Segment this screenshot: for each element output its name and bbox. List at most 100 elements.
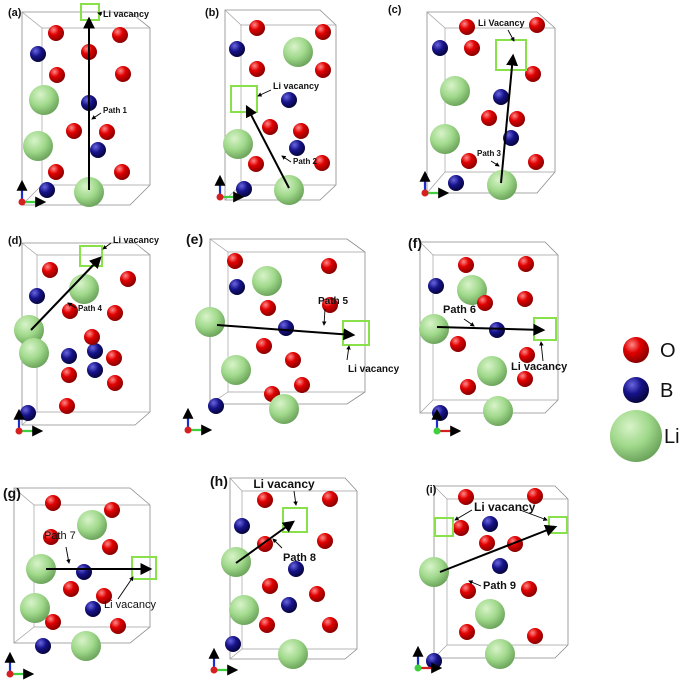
path-label: Path 5 — [318, 296, 348, 307]
o-atom — [110, 618, 126, 634]
b-atom — [428, 278, 444, 294]
li-atom — [14, 315, 44, 345]
li-atom — [430, 124, 460, 154]
li-vacancy-marker — [548, 516, 568, 534]
vacancy-pointer — [97, 11, 103, 17]
li-vacancy-marker — [495, 39, 527, 71]
li-atom — [221, 355, 251, 385]
b-atom — [426, 653, 442, 669]
b-atom — [61, 348, 77, 364]
li-atom — [419, 314, 449, 344]
o-atom — [317, 533, 333, 549]
path-label: Path 8 — [283, 552, 316, 564]
b-atom — [229, 41, 245, 57]
unit-cell-edge — [209, 238, 365, 253]
b-atom — [208, 398, 224, 414]
path-pointer — [321, 308, 327, 326]
panel-label: (c) — [388, 4, 402, 16]
o-atom — [66, 123, 82, 139]
o-atom — [96, 588, 112, 604]
o-atom — [315, 62, 331, 78]
unit-cell-edge — [229, 648, 243, 660]
axis-triad-icon — [13, 408, 44, 437]
path-pointer — [65, 546, 71, 564]
b-atom — [85, 601, 101, 617]
o-atom — [104, 502, 120, 518]
o-atom — [49, 67, 65, 83]
axis-origin-dot — [6, 670, 14, 678]
o-atom — [509, 111, 525, 127]
path-label: Path 4 — [78, 304, 103, 313]
b-atom — [448, 175, 464, 191]
li-atom — [274, 175, 304, 205]
o-atom — [518, 256, 534, 272]
li-vacancy-marker — [79, 245, 103, 267]
panel-label: (g) — [3, 485, 21, 501]
vacancy-label: Li vacancy — [348, 364, 400, 375]
b-atom — [29, 288, 45, 304]
vacancy-pointer — [346, 345, 351, 361]
legend-b-swatch — [623, 377, 649, 403]
b-atom — [20, 405, 36, 421]
axis-triad-icon — [208, 647, 239, 676]
b-atom — [492, 558, 508, 574]
axis-origin-dot — [216, 193, 224, 201]
o-atom — [460, 583, 476, 599]
li-atom — [283, 37, 313, 67]
li-vacancy-marker — [230, 85, 258, 113]
b-atom — [482, 516, 498, 532]
li-atom — [26, 554, 56, 584]
b-atom — [289, 140, 305, 156]
o-atom — [321, 258, 337, 274]
o-atom — [63, 581, 79, 597]
axis-triad-icon — [412, 645, 443, 674]
li-atom — [74, 177, 104, 207]
path-pointer — [272, 538, 283, 549]
li-atom — [23, 131, 53, 161]
axis-origin-dot — [18, 198, 26, 206]
li-atom — [419, 557, 449, 587]
o-atom — [112, 27, 128, 43]
b-atom — [39, 182, 55, 198]
panel-label: (i) — [426, 484, 437, 496]
li-atom — [269, 394, 299, 424]
b-atom — [432, 40, 448, 56]
o-atom — [477, 295, 493, 311]
o-atom — [249, 20, 265, 36]
o-atom — [527, 488, 543, 504]
o-atom — [262, 578, 278, 594]
o-atom — [259, 617, 275, 633]
axis-origin-dot — [184, 426, 192, 434]
axis-triad-icon — [16, 179, 47, 208]
o-atom — [260, 300, 276, 316]
b-atom — [87, 362, 103, 378]
o-atom — [106, 350, 122, 366]
o-atom — [458, 257, 474, 273]
b-atom — [281, 92, 297, 108]
li-atom — [252, 266, 282, 296]
o-atom — [459, 624, 475, 640]
migration-path-arrow — [500, 53, 519, 184]
legend-o-swatch — [623, 337, 649, 363]
li-atom — [223, 129, 253, 159]
axis-triad-icon — [182, 407, 213, 436]
unit-cell-edge — [13, 487, 150, 506]
o-atom — [315, 24, 331, 40]
path-label: Path 3 — [477, 149, 502, 158]
vacancy-pointer — [454, 509, 473, 521]
li-atom — [19, 338, 49, 368]
o-atom — [120, 271, 136, 287]
o-atom — [460, 379, 476, 395]
o-atom — [43, 529, 59, 545]
panel-label: (b) — [205, 7, 219, 19]
o-atom — [99, 124, 115, 140]
unit-cell-edge — [419, 241, 558, 256]
o-atom — [527, 628, 543, 644]
vacancy-pointer — [293, 490, 298, 506]
o-atom — [517, 371, 533, 387]
legend-o-label: O — [660, 340, 676, 362]
o-atom — [322, 617, 338, 633]
